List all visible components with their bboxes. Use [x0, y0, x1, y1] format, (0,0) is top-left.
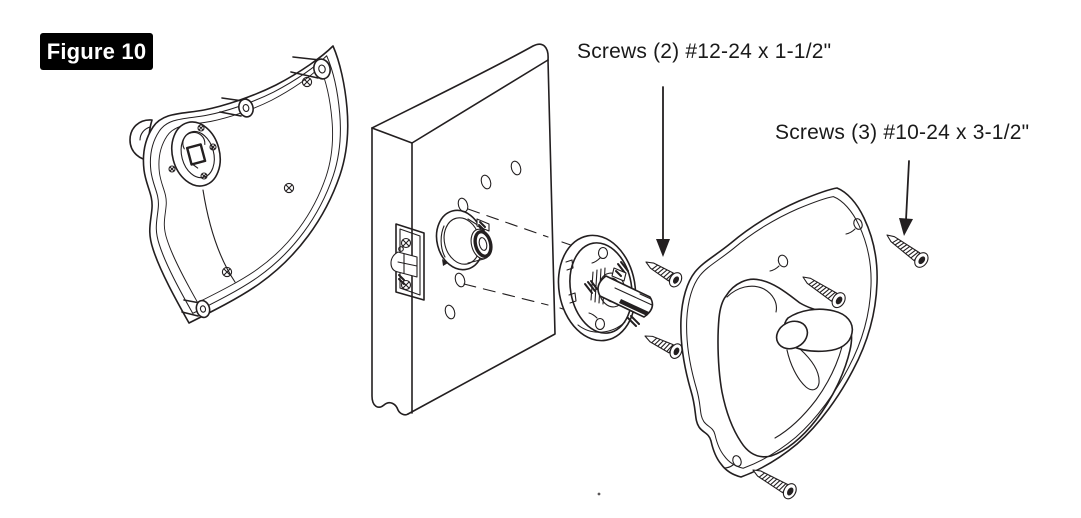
- figure-badge: Figure 10: [40, 33, 153, 70]
- latch-faceplate: [390, 223, 425, 301]
- wood-screw-2: [881, 227, 932, 271]
- stray-dot: [597, 492, 601, 496]
- door-section: [371, 43, 592, 416]
- callout-label-screws-two: Screws (2) #12-24 x 1-1/2": [577, 40, 832, 63]
- machine-screw-1: [641, 254, 685, 290]
- machine-screw-2: [641, 328, 685, 361]
- inside-escutcheon: [129, 45, 349, 324]
- spindle-hub: [170, 121, 222, 187]
- callout-label-screws-three: Screws (3) #10-24 x 3-1/2": [775, 121, 1030, 144]
- escutcheon-screw-holes: [723, 218, 863, 469]
- outside-escutcheon: [680, 187, 878, 478]
- lock-chassis: [435, 209, 493, 271]
- retaining-screws: [221, 76, 313, 278]
- standoff-posts: [181, 56, 331, 319]
- mounting-plate: [557, 234, 654, 342]
- hub-screws: [168, 124, 217, 180]
- plate-screw-holes: [588, 246, 609, 331]
- callout-arrow-screws-three: [899, 160, 913, 236]
- paddle-handle: [775, 308, 854, 391]
- door-screw-holes: [444, 160, 522, 320]
- callout-arrow-screws-two: [656, 86, 670, 257]
- spindle: [597, 267, 654, 318]
